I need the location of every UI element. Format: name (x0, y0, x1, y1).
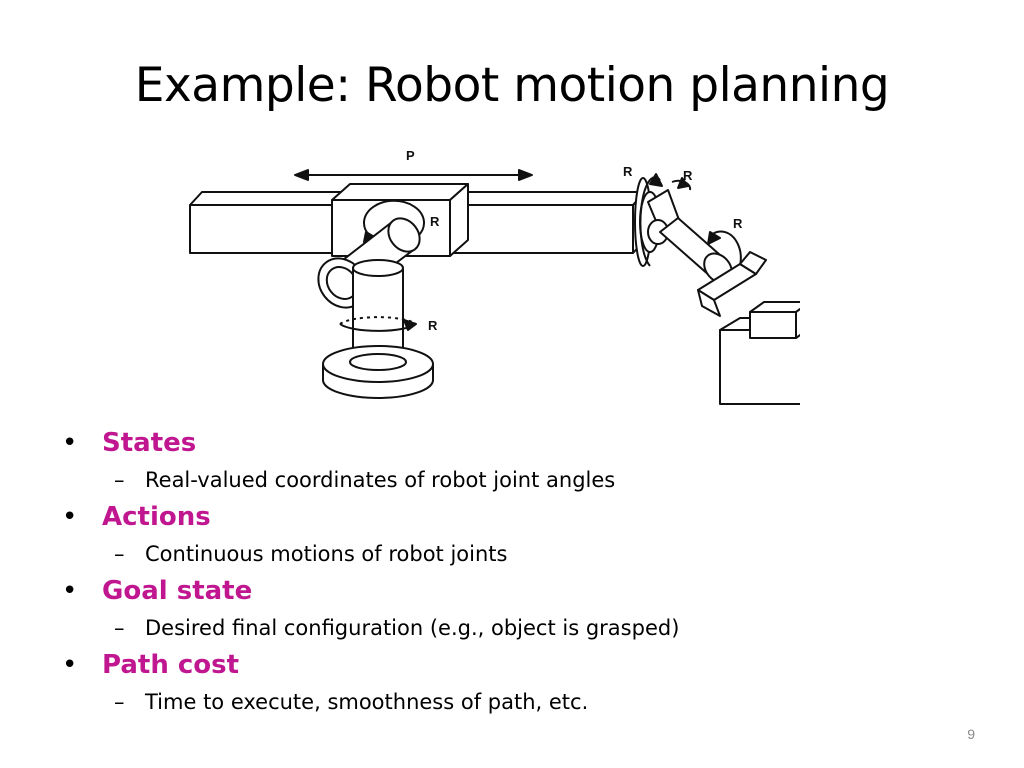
label-revolute-base: R (428, 318, 438, 333)
bullet-list: • States – Real-valued coordinates of ro… (60, 428, 980, 724)
bullet-item-states: • States – Real-valued coordinates of ro… (60, 428, 980, 502)
sub-bullet-marker: – (114, 616, 125, 640)
bullet-heading: Path cost (102, 650, 240, 680)
label-revolute-wrist-2: R (683, 168, 693, 183)
label-prismatic: P (406, 148, 415, 163)
slide-title: Example: Robot motion planning (134, 58, 890, 113)
bullet-item-actions: • Actions – Continuous motions of robot … (60, 502, 980, 576)
bullet-item-path-cost: • Path cost – Time to execute, smoothnes… (60, 650, 980, 724)
sub-bullet-text: Time to execute, smoothness of path, etc… (145, 690, 589, 714)
sub-bullet-marker: – (114, 690, 125, 714)
page-number: 9 (967, 726, 975, 742)
robot-arm-diagram: P R (180, 140, 800, 412)
sub-bullet-text: Real-valued coordinates of robot joint a… (145, 468, 616, 492)
prismatic-arrow (294, 169, 533, 181)
wrist-joint (634, 177, 733, 284)
label-revolute-wrist-1: R (623, 164, 633, 179)
bullet-marker: • (62, 502, 78, 532)
label-revolute-wrist-3: R (733, 216, 743, 231)
bullet-marker: • (62, 650, 78, 680)
sub-bullet-marker: – (114, 542, 125, 566)
bullet-item-goal-state: • Goal state – Desired final configurati… (60, 576, 980, 650)
sub-bullet-text: Desired final configuration (e.g., objec… (145, 616, 680, 640)
base-disk (322, 345, 434, 399)
base-rotary-icon (339, 316, 417, 332)
target-box (719, 317, 800, 405)
grasp-object (749, 301, 800, 339)
bullet-heading: Goal state (102, 576, 253, 606)
sub-bullet-marker: – (114, 468, 125, 492)
bullet-marker: • (62, 428, 78, 458)
label-revolute-shoulder: R (430, 214, 440, 229)
gripper (697, 251, 767, 317)
bullet-heading: Actions (102, 502, 211, 532)
bullet-heading: States (102, 428, 197, 458)
sub-bullet-text: Continuous motions of robot joints (145, 542, 508, 566)
base-column (352, 259, 404, 361)
bullet-marker: • (62, 576, 78, 606)
